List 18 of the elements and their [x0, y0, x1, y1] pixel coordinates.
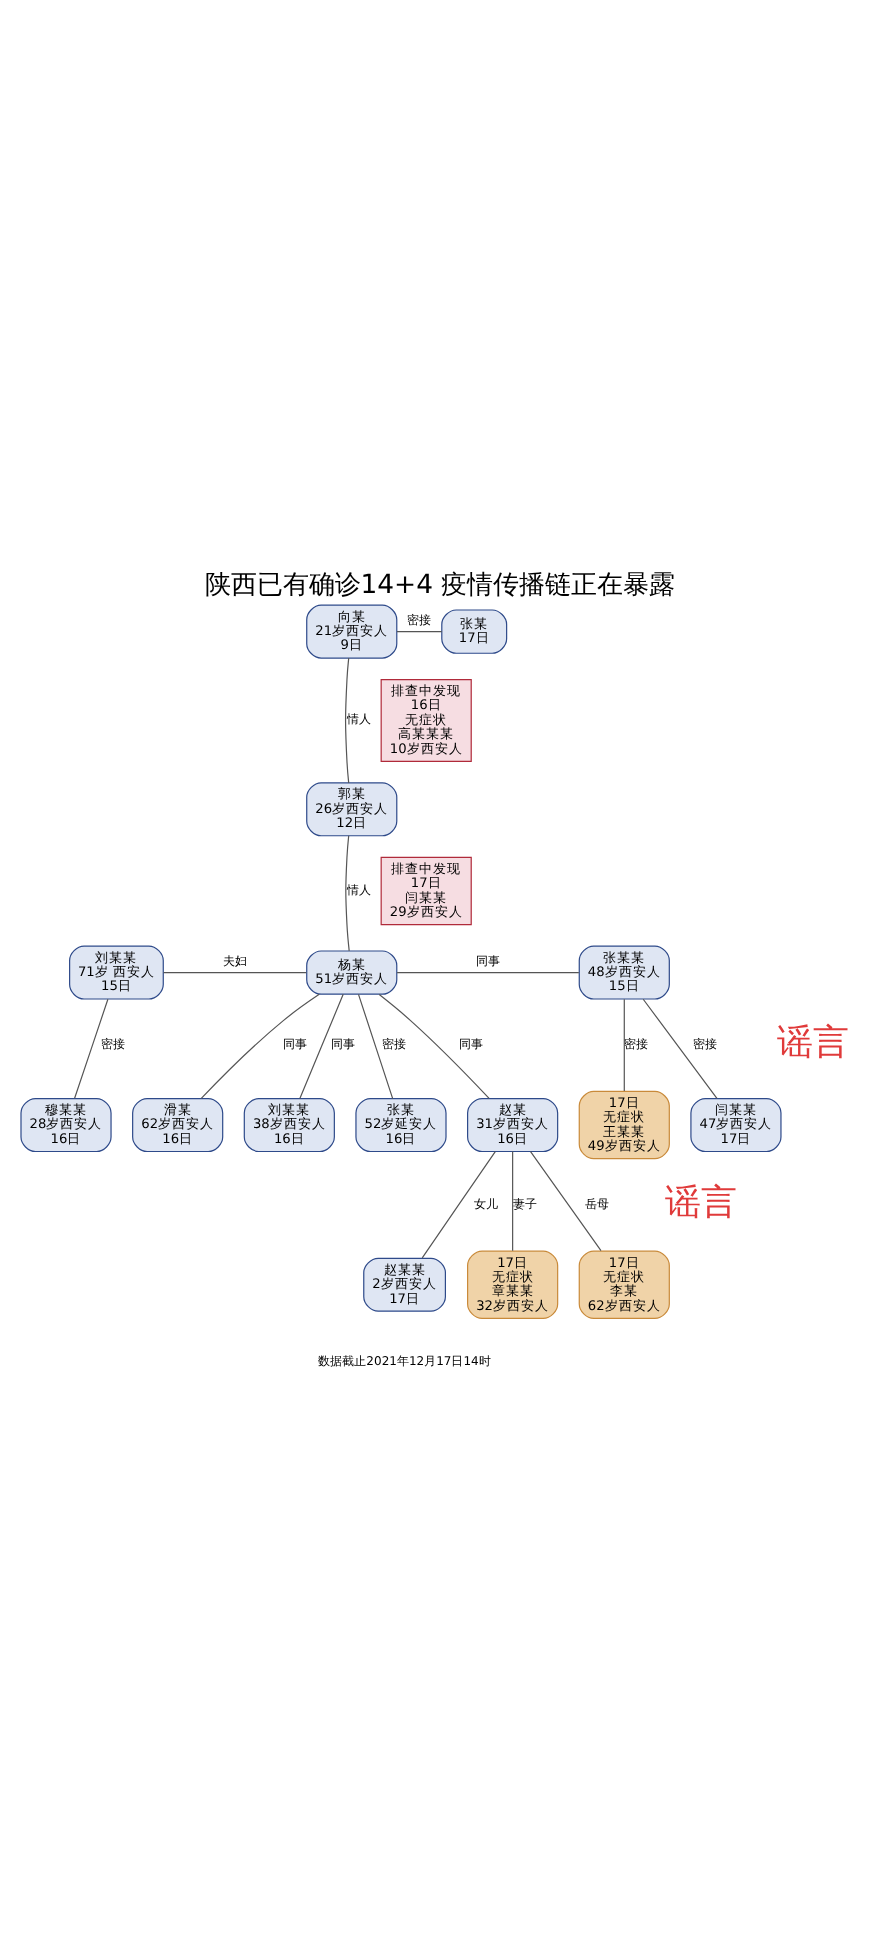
connector — [529, 1149, 602, 1251]
connector — [344, 656, 350, 783]
connector — [162, 971, 307, 973]
connector — [623, 997, 625, 1091]
connector — [74, 997, 109, 1098]
connector — [396, 971, 580, 973]
label: 谣言 — [776, 1021, 849, 1064]
connector — [200, 992, 320, 1098]
connector — [421, 1149, 496, 1258]
connector — [357, 992, 394, 1099]
diagram-title: 陕西已有确诊14+4 疫情传播链正在暴露 — [204, 569, 676, 600]
connector — [378, 993, 490, 1098]
connector — [299, 992, 344, 1099]
connector — [396, 630, 443, 632]
connector — [642, 997, 718, 1098]
label: 谣言 — [665, 1180, 738, 1223]
connector — [512, 1149, 514, 1251]
connector — [345, 834, 350, 951]
